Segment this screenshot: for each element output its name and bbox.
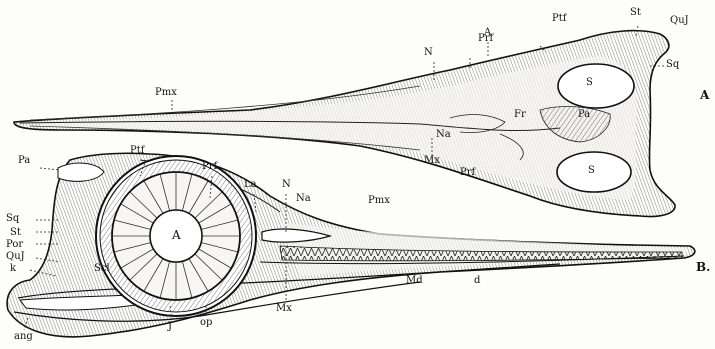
- panel-label-b: B.: [696, 262, 710, 272]
- label-s-upper: S: [586, 78, 593, 88]
- label-pmx-dorsal: Pmx: [155, 88, 177, 98]
- label-sq-lateral: Sq: [6, 214, 19, 224]
- label-a-dorsal: A: [484, 28, 491, 38]
- label-sq-dorsal: Sq: [666, 60, 679, 70]
- label-la: La: [244, 180, 257, 190]
- label-na-dorsal: Na: [436, 130, 451, 140]
- panel-label-a: A: [700, 90, 709, 100]
- label-orbit-a: A: [172, 230, 181, 240]
- label-pa-lateral: Pa: [18, 156, 30, 166]
- label-k: k: [10, 264, 16, 274]
- label-s-lower: S: [588, 166, 595, 176]
- label-prf-dorsal-lower: Prf: [460, 168, 475, 178]
- label-quj-dorsal: QuJ: [670, 16, 689, 26]
- dorsal-temporal-fenestra-upper: [558, 64, 634, 108]
- label-ptf-dorsal: Ptf: [552, 14, 566, 24]
- label-por: Por: [6, 240, 23, 250]
- label-scl: Scl: [94, 264, 110, 274]
- label-n-dorsal: N: [424, 48, 433, 58]
- label-mx-lateral: Mx: [276, 304, 292, 314]
- label-prf-lateral: Prf: [202, 162, 217, 172]
- label-d: d: [474, 276, 480, 286]
- label-pa-dorsal: Pa: [578, 110, 590, 120]
- label-ptf-lateral: Ptf: [130, 146, 144, 156]
- label-md: Md: [406, 276, 423, 286]
- label-fr: Fr: [514, 110, 526, 120]
- label-st-lateral: St: [10, 228, 21, 238]
- label-pmx-lateral: Pmx: [368, 196, 390, 206]
- label-quj-lateral: QuJ: [6, 252, 25, 262]
- label-na-lateral: Na: [296, 194, 311, 204]
- label-n-lateral: N: [282, 180, 291, 190]
- label-st-dorsal: St: [630, 8, 641, 18]
- label-op: op: [200, 318, 212, 328]
- label-j: J: [168, 322, 172, 332]
- label-ang: ang: [14, 332, 33, 342]
- label-mx-dorsal: Mx: [424, 156, 440, 166]
